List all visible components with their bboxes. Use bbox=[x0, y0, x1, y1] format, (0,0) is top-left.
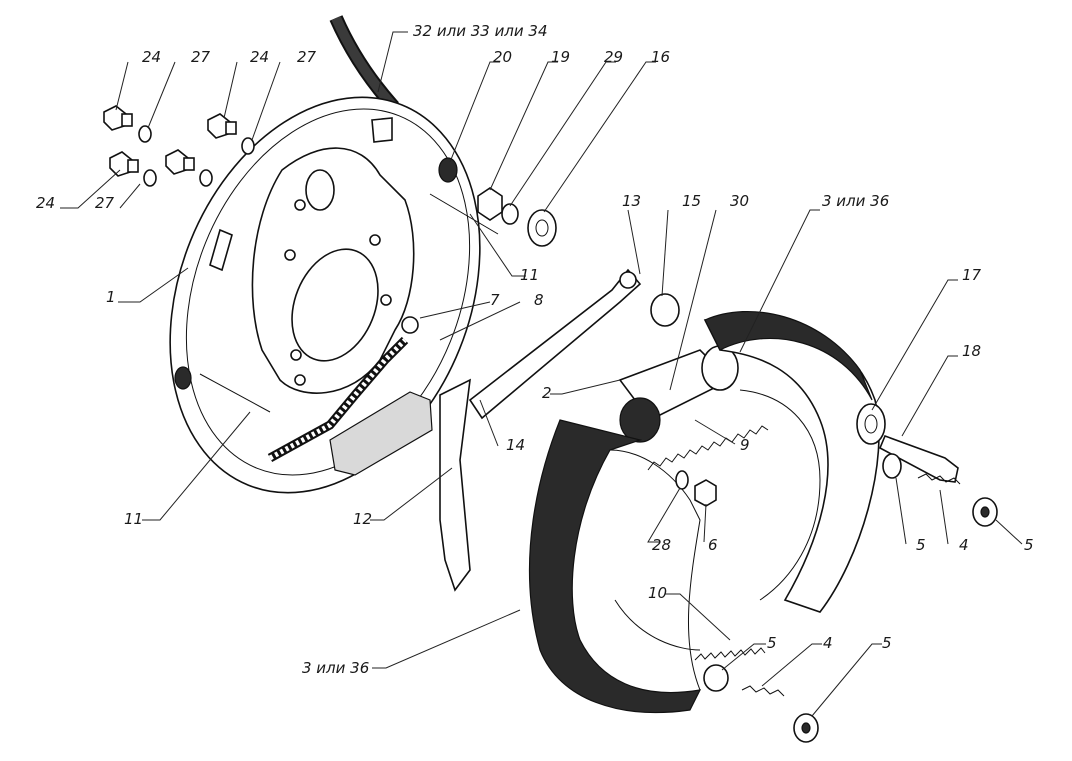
callout-8: 8 bbox=[534, 291, 544, 309]
leader-lines bbox=[60, 31, 1023, 717]
callout-29: 29 bbox=[604, 48, 623, 66]
adjuster-parts bbox=[477, 187, 680, 327]
callout-2: 2 bbox=[542, 384, 552, 402]
cup-5a bbox=[882, 453, 902, 479]
callout-27: 27 bbox=[95, 194, 115, 212]
washer-27b bbox=[241, 137, 255, 155]
brake-shoe-right bbox=[703, 310, 880, 613]
spring-4a bbox=[917, 473, 961, 485]
bushing-15 bbox=[650, 293, 680, 327]
washer-17 bbox=[856, 403, 886, 445]
callout-3-or-36: 3 или 36 bbox=[822, 192, 889, 210]
callout-27: 27 bbox=[191, 48, 211, 66]
callout-16: 16 bbox=[651, 48, 670, 66]
parking-brake-lever bbox=[267, 316, 471, 592]
callout-11: 11 bbox=[124, 510, 143, 528]
callout-10: 10 bbox=[648, 584, 667, 602]
spring-4b bbox=[741, 685, 785, 697]
washer-29 bbox=[501, 203, 519, 225]
washer-28 bbox=[675, 470, 689, 490]
spacer-16 bbox=[527, 209, 557, 247]
callout-3-or-36: 3 или 36 bbox=[302, 659, 369, 677]
callout-28: 28 bbox=[652, 536, 671, 554]
strut-13 bbox=[468, 268, 642, 420]
wheel-cylinder bbox=[618, 345, 739, 443]
bolt-24d bbox=[165, 149, 195, 175]
washer-27d bbox=[199, 169, 213, 187]
callout-11: 11 bbox=[520, 266, 539, 284]
brake-shoe-left bbox=[528, 419, 702, 714]
callout-12: 12 bbox=[353, 510, 372, 528]
nut-6 bbox=[694, 479, 717, 507]
hold-down-hardware bbox=[675, 403, 998, 743]
bolt-24a bbox=[103, 105, 133, 131]
callout-labels: 32 или 33 или 34 24 27 24 27 20 19 29 16… bbox=[36, 22, 1034, 677]
callout-9: 9 bbox=[740, 436, 750, 454]
callout-24: 24 bbox=[142, 48, 161, 66]
nut-19 bbox=[477, 187, 503, 221]
callout-4: 4 bbox=[823, 634, 833, 652]
callout-4: 4 bbox=[959, 536, 969, 554]
callout-7: 7 bbox=[490, 291, 500, 309]
callout-6: 6 bbox=[708, 536, 718, 554]
callout-19: 19 bbox=[551, 48, 570, 66]
callout-14: 14 bbox=[506, 436, 525, 454]
callout-15: 15 bbox=[682, 192, 701, 210]
callout-1: 1 bbox=[106, 288, 116, 306]
backing-plate bbox=[169, 96, 499, 494]
cup-5c bbox=[703, 664, 729, 692]
bolt-24c bbox=[109, 151, 139, 177]
callout-18: 18 bbox=[962, 342, 981, 360]
pin-18 bbox=[878, 434, 959, 483]
callout-32-33-34: 32 или 33 или 34 bbox=[413, 22, 548, 40]
callout-17: 17 bbox=[962, 266, 982, 284]
callout-24: 24 bbox=[36, 194, 55, 212]
callout-20: 20 bbox=[493, 48, 512, 66]
bolt-24b bbox=[207, 113, 237, 139]
callout-13: 13 bbox=[622, 192, 641, 210]
springs bbox=[647, 425, 769, 661]
washer-27c bbox=[143, 169, 157, 187]
spring-9 bbox=[647, 425, 769, 471]
callout-27: 27 bbox=[297, 48, 317, 66]
callout-5: 5 bbox=[767, 634, 777, 652]
bolts-and-washers bbox=[103, 105, 255, 187]
callout-24: 24 bbox=[250, 48, 269, 66]
washer-27a bbox=[138, 125, 152, 143]
callout-30: 30 bbox=[730, 192, 749, 210]
spring-10 bbox=[694, 647, 766, 661]
callout-5: 5 bbox=[1024, 536, 1034, 554]
callout-5: 5 bbox=[916, 536, 926, 554]
callout-5: 5 bbox=[882, 634, 892, 652]
